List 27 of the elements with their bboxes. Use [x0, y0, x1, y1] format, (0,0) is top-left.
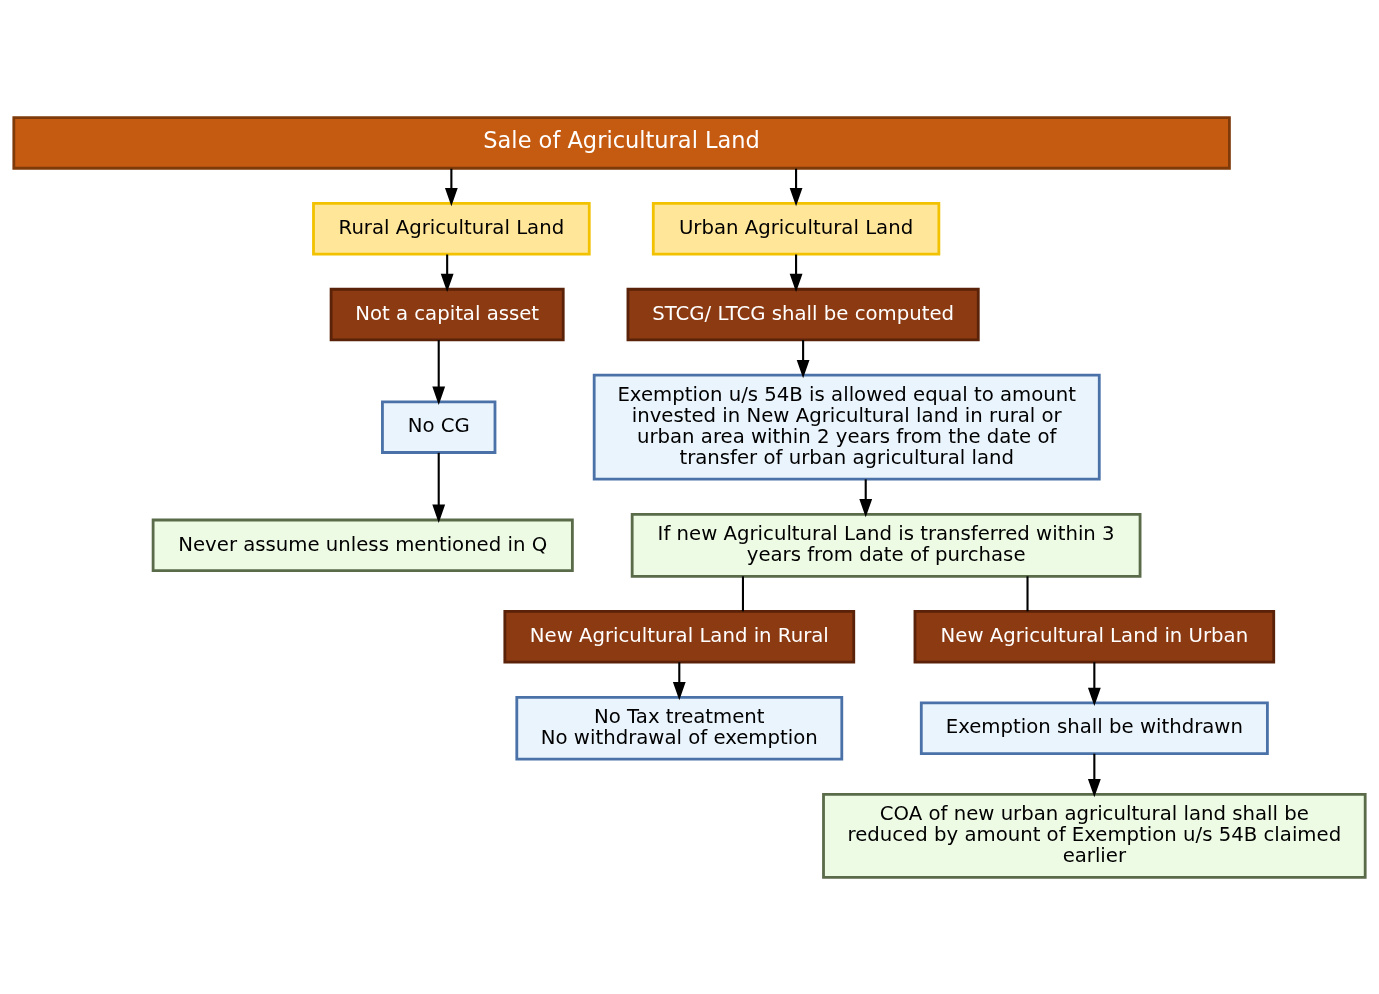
arrow: [789, 168, 803, 206]
node-box: No CG: [381, 399, 497, 454]
node-box: Never assume unless mentioned in Q: [151, 518, 574, 572]
connector: [741, 575, 744, 611]
arrow: [859, 478, 873, 517]
node-box: Exemption u/s 54B is allowed equal to amount invested in New Agricultural land in rural or urban area within 2 years from the date of transfer of urban agricultural land: [592, 373, 1101, 481]
node-box: Exemption shall be withdrawn: [919, 701, 1269, 755]
node-box: New Agricultural Land in Rural: [503, 609, 856, 663]
arrow: [1087, 753, 1101, 797]
node-box: If new Agricultural Land is transferred within 3 years from date of purchase: [630, 512, 1142, 578]
arrow: [440, 254, 454, 292]
node-box: Urban Agricultural Land: [651, 201, 941, 255]
arrow: [432, 452, 446, 523]
connector: [1026, 575, 1029, 611]
arrow: [796, 339, 810, 378]
arrow: [672, 661, 686, 700]
node-box: Sale of Agricultural Land: [12, 115, 1231, 170]
node-box: STCG/ LTCG shall be computed: [626, 287, 980, 341]
node-box: Not a capital asset: [329, 287, 565, 341]
arrow: [1087, 661, 1101, 706]
node-box: COA of new urban agricultural land shall be reduced by amount of Exemption u/s 54B claimed earlier: [822, 792, 1367, 879]
arrow: [444, 168, 458, 206]
node-box: Rural Agricultural Land: [312, 201, 591, 255]
node-box: No Tax treatment No withdrawal of exemption: [515, 695, 844, 761]
arrow: [789, 254, 803, 292]
arrow: [432, 339, 446, 405]
node-box: New Agricultural Land in Urban: [913, 609, 1276, 663]
